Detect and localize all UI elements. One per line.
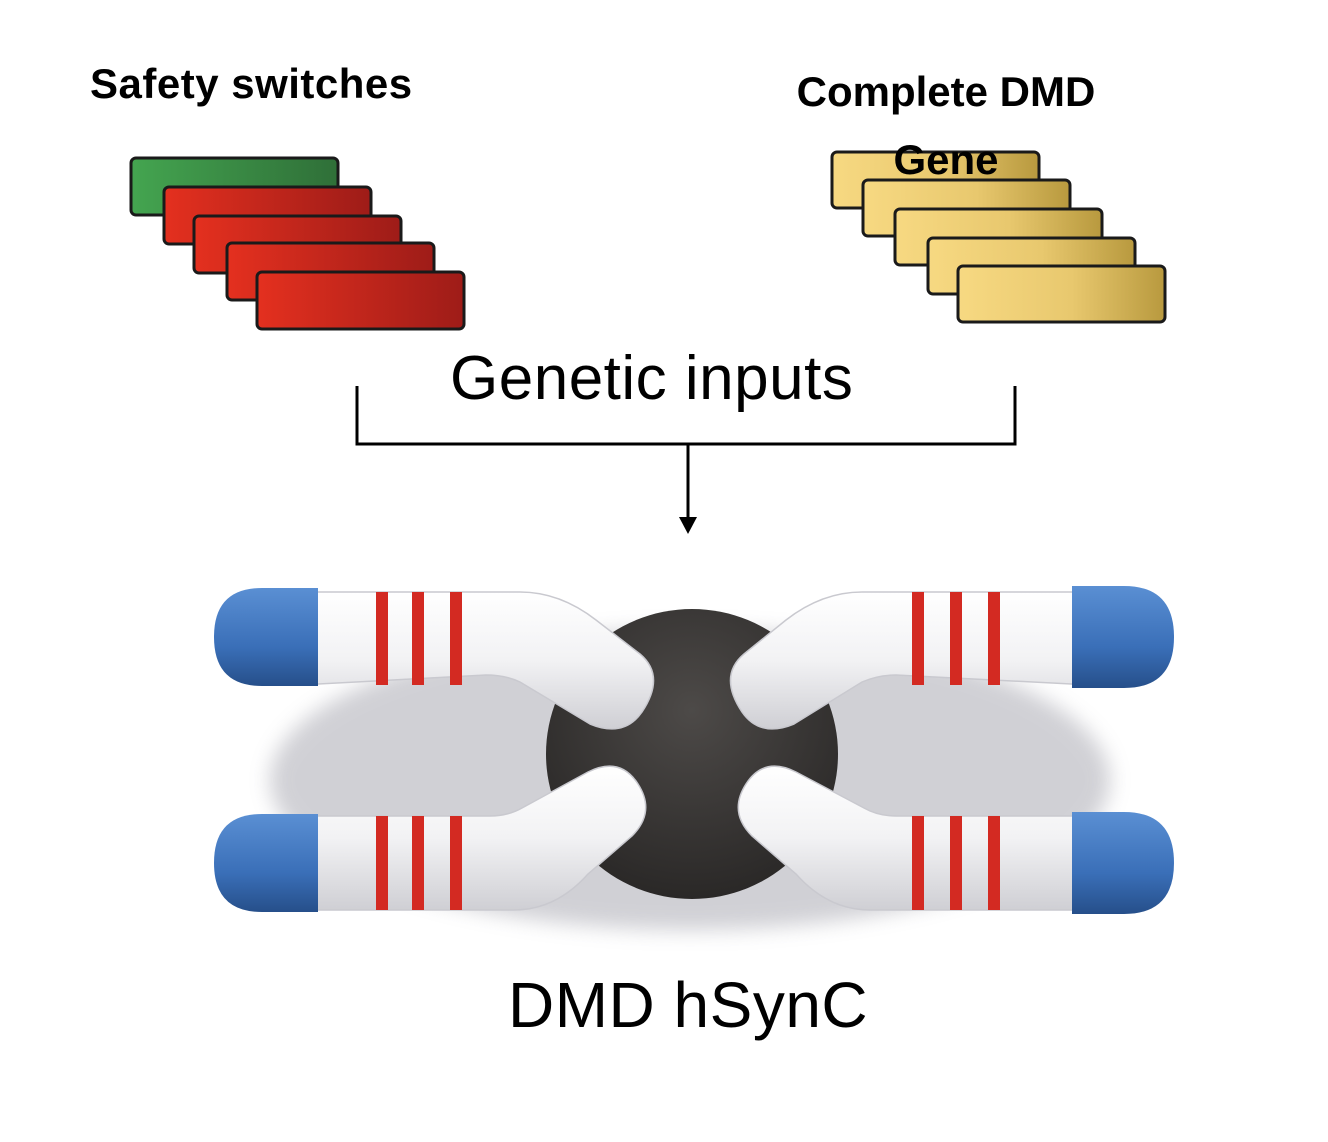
genetic-inputs-bracket [355,386,1017,520]
down-arrow-icon [679,517,697,534]
band [988,592,1000,685]
band [912,592,924,685]
band [412,592,424,685]
complete-dmd-gene-title: Complete DMD Gene [796,68,1096,183]
band [450,816,462,910]
gene-block-5 [956,264,1167,324]
safety-switches-title: Safety switches [90,60,413,107]
dmd-hsync-label: DMD hSynC [508,969,869,1041]
genetic-inputs-label: Genetic inputs [450,344,854,413]
telomere-cap [1072,812,1174,914]
telomere-cap [214,588,318,686]
band [412,816,424,910]
chromosome-arm-lower-left [214,765,647,912]
band [450,592,462,685]
telomere-cap [1072,586,1174,688]
dmd-gene-stack [830,150,1167,324]
band [988,816,1000,910]
band [376,592,388,685]
telomere-cap [214,814,318,912]
band [950,592,962,685]
safety-switch-red-4 [255,270,466,331]
band [376,816,388,910]
chromosome-arm-upper-right [729,586,1174,730]
chromosome-arm-upper-left [214,588,655,730]
chromosome [214,586,1174,914]
band [912,816,924,910]
safety-switch-stack [129,156,466,331]
chromosome-arm-lower-right [737,765,1174,914]
band [950,816,962,910]
